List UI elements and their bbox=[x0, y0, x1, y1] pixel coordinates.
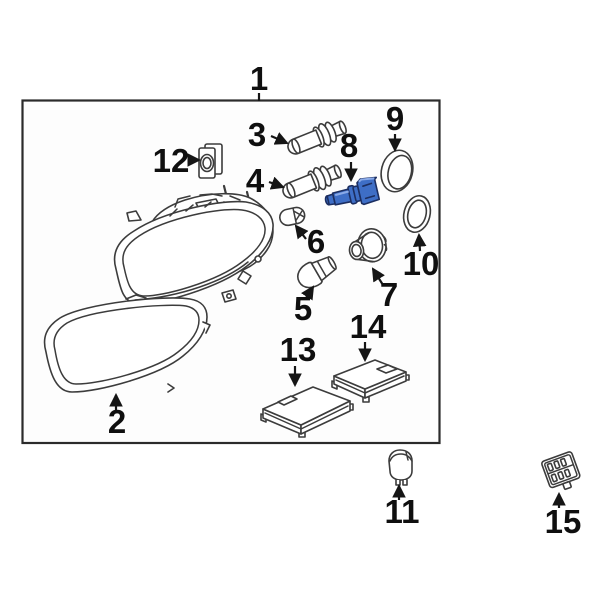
housing-lens-inner bbox=[122, 208, 266, 297]
part-5-wedge-bulb[interactable] bbox=[293, 251, 340, 292]
callout-6-label[interactable]: 6 bbox=[307, 223, 325, 260]
housing-lens-hatch bbox=[134, 201, 249, 301]
part-7-socket-retainer[interactable] bbox=[347, 227, 389, 265]
retainer-bridge bbox=[354, 231, 376, 263]
module14-seam bbox=[335, 375, 405, 394]
callout-1-label[interactable]: 1 bbox=[250, 60, 268, 97]
connector-pin bbox=[559, 457, 568, 467]
callout-3-label[interactable]: 3 bbox=[248, 116, 266, 153]
lens-inner-outline bbox=[53, 304, 200, 385]
callout-5-label[interactable]: 5 bbox=[294, 290, 312, 327]
module13-top-face bbox=[262, 386, 351, 426]
cap-body bbox=[388, 449, 413, 481]
part-1-headlight-assembly[interactable] bbox=[113, 184, 274, 305]
lens-outer-outline bbox=[43, 297, 208, 393]
bulb5-crease bbox=[316, 260, 327, 278]
seal-cap-inner bbox=[387, 154, 413, 190]
part-15-wiring-connector[interactable] bbox=[541, 451, 583, 494]
callout-10-arrow bbox=[412, 232, 427, 252]
callout-7-label[interactable]: 7 bbox=[380, 276, 398, 313]
part-8-bulb-socket-highlighted[interactable] bbox=[323, 175, 382, 212]
retainer-edge-ribs bbox=[381, 234, 388, 252]
part-13-control-module[interactable] bbox=[260, 386, 354, 438]
bracket-ring-inner bbox=[202, 156, 212, 170]
part-11-connector-cap[interactable] bbox=[388, 449, 413, 486]
callout-14-label[interactable]: 14 bbox=[350, 308, 387, 345]
housing-side-boss bbox=[254, 255, 262, 263]
connector-pin bbox=[546, 462, 554, 472]
housing-back-detail bbox=[174, 193, 241, 208]
retainer-bore bbox=[351, 243, 362, 258]
bulb6-base-detail bbox=[292, 207, 305, 224]
callout-4-label[interactable]: 4 bbox=[246, 162, 265, 199]
housing-hook-tab bbox=[126, 210, 142, 222]
seal-ring-inner bbox=[406, 199, 428, 229]
callout-15-label[interactable]: 15 bbox=[545, 503, 582, 540]
callout-5-arrow bbox=[301, 285, 315, 301]
socket-shine bbox=[334, 177, 375, 197]
module14-lid-boss bbox=[376, 364, 398, 374]
callout-10-label[interactable]: 10 bbox=[403, 245, 440, 282]
module13-top-notch bbox=[277, 395, 298, 406]
part-12-adjuster-bracket[interactable] bbox=[198, 143, 223, 179]
part-9-seal-cap[interactable] bbox=[377, 147, 417, 195]
module13-seam bbox=[264, 405, 349, 430]
callout-9-label[interactable]: 9 bbox=[386, 100, 404, 137]
bulb6-body bbox=[279, 206, 306, 227]
callout-11-label[interactable]: 11 bbox=[385, 493, 420, 530]
callout-2-label[interactable]: 2 bbox=[108, 403, 126, 440]
connector-mid-line bbox=[547, 464, 574, 475]
connector-pin bbox=[553, 460, 561, 470]
callout-13-label[interactable]: 13 bbox=[280, 331, 317, 368]
connector-pin bbox=[557, 471, 565, 481]
part-10-seal-ring[interactable] bbox=[400, 193, 434, 235]
connector-latch-tab bbox=[562, 480, 572, 491]
callout-7-arrow bbox=[371, 267, 385, 286]
callout-3-arrow bbox=[270, 132, 289, 145]
callout-12-label[interactable]: 12 bbox=[153, 142, 190, 179]
bulb5-base-cap bbox=[327, 256, 337, 270]
part-14-igniter-module[interactable] bbox=[331, 359, 410, 403]
connector-pin bbox=[550, 473, 558, 483]
bulb5-glass bbox=[296, 261, 323, 289]
connector-pin bbox=[563, 468, 571, 478]
socket-head-detail bbox=[362, 182, 376, 200]
cap-top-face bbox=[389, 451, 413, 462]
callout-8-label[interactable]: 8 bbox=[340, 127, 358, 164]
callout-6-arrow bbox=[294, 224, 309, 240]
part-6-side-marker-bulb[interactable] bbox=[278, 206, 306, 227]
part-2-headlight-lens[interactable] bbox=[43, 294, 211, 393]
callout-4-arrow bbox=[268, 176, 285, 190]
housing-mount-hole bbox=[226, 292, 233, 299]
lens-tabs bbox=[125, 294, 211, 393]
